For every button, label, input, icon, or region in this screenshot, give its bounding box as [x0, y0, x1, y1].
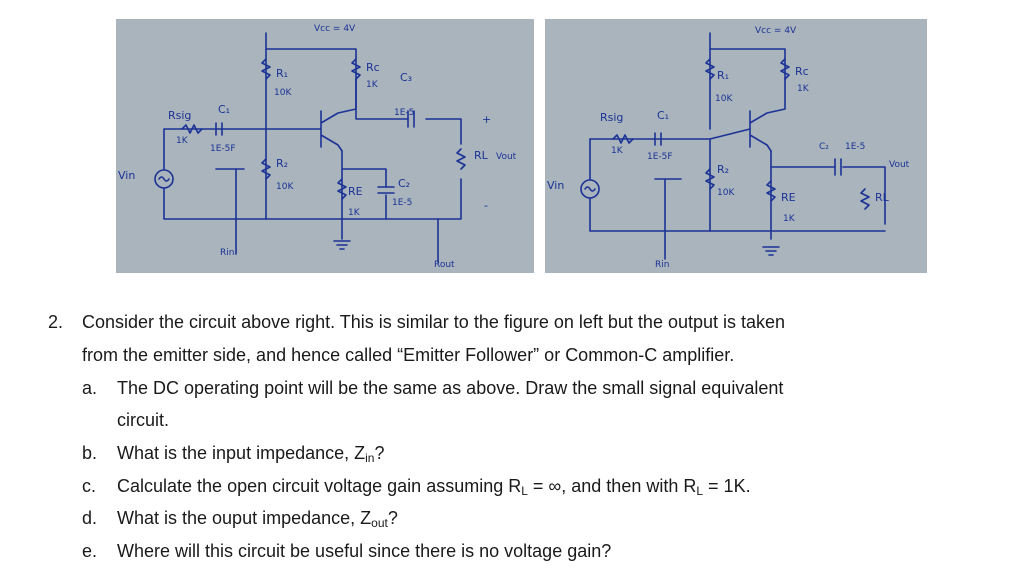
rsig-value-right: 1K	[611, 146, 624, 156]
rsig-label: Rsig	[168, 109, 191, 122]
part-c-label: c.	[82, 476, 97, 496]
c2-value: 1E-5	[392, 198, 412, 208]
r1-value: 10K	[274, 88, 292, 98]
question-intro-line-1: Consider the circuit above right. This i…	[82, 312, 786, 332]
part-b-text: What is the input impedance, Zin?	[117, 443, 385, 465]
common-emitter-schematic: Vcc = 4V R₁ 10K Rc 1K C₃ 1E-5 Rsig 1K C₁…	[118, 24, 517, 270]
part-c-text: Calculate the open circuit voltage gain …	[117, 476, 751, 498]
part-e-text: Where will this circuit be useful since …	[117, 541, 612, 561]
c3-value: 1E-5	[394, 108, 414, 118]
vin-source-icon-right	[580, 179, 600, 199]
r2-value: 10K	[276, 182, 294, 192]
minus-label: -	[484, 199, 488, 212]
re-label: RE	[348, 185, 363, 198]
vin-label-right: Vin	[547, 179, 564, 192]
r2-label-right: R₂	[717, 163, 729, 176]
rin-label: Rin	[220, 248, 234, 258]
vin-source-icon	[154, 169, 174, 189]
re-label-right: RE	[781, 191, 796, 204]
rc-label: Rc	[366, 61, 380, 74]
re-value: 1K	[348, 208, 361, 218]
vout-label-right: Vout	[889, 160, 910, 170]
part-b-label: b.	[82, 443, 98, 463]
c3-label: C₃	[400, 71, 412, 84]
rsig-label-right: Rsig	[600, 111, 623, 124]
rl-label: RL	[474, 149, 489, 162]
emitter-follower-schematic: Vcc = 4V R₁ 10K Rc 1K Rsig 1K C₁ 1E-5F R…	[547, 26, 910, 270]
part-e-label: e.	[82, 541, 98, 561]
c2-label-right: C₂	[819, 142, 829, 152]
vin-label: Vin	[118, 169, 135, 182]
circuit-photo-right: Vcc = 4V R₁ 10K Rc 1K Rsig 1K C₁ 1E-5F R…	[545, 19, 927, 273]
rl-label-right: RL	[875, 191, 890, 204]
vout-label: Vout	[496, 152, 517, 162]
c2-label: C₂	[398, 177, 410, 190]
part-d-text: What is the ouput impedance, Zout?	[117, 508, 398, 530]
r1-value-right: 10K	[715, 94, 733, 104]
question-number: 2.	[48, 312, 64, 332]
part-d-label: d.	[82, 508, 98, 528]
c1-label-right: C₁	[657, 109, 669, 122]
r2-value-right: 10K	[717, 188, 735, 198]
circuit-photo-left: Vcc = 4V R₁ 10K Rc 1K C₃ 1E-5 Rsig 1K C₁…	[116, 19, 534, 273]
part-a-text-1: The DC operating point will be the same …	[117, 378, 784, 398]
c1-value-right: 1E-5F	[647, 152, 673, 162]
rc-value: 1K	[366, 80, 379, 90]
r1-label: R₁	[276, 67, 288, 80]
re-value-right: 1K	[783, 214, 796, 224]
c1-label: C₁	[218, 103, 230, 116]
r1-label-right: R₁	[717, 69, 729, 82]
vcc-label-right: Vcc = 4V	[755, 26, 797, 36]
part-a-text-2: circuit.	[117, 410, 170, 430]
plus-label: +	[482, 113, 491, 126]
c2-value-right: 1E-5	[845, 142, 865, 152]
part-a-label: a.	[82, 378, 98, 398]
vcc-label: Vcc = 4V	[314, 24, 356, 34]
rin-label-right: Rin	[655, 260, 669, 270]
r2-label: R₂	[276, 157, 288, 170]
question-intro-line-2: from the emitter side, and hence called …	[82, 345, 735, 365]
rc-label-right: Rc	[795, 65, 809, 78]
rc-value-right: 1K	[797, 84, 810, 94]
c1-value: 1E-5F	[210, 144, 236, 154]
rsig-value: 1K	[176, 136, 189, 146]
rout-label: Rout	[434, 260, 455, 270]
